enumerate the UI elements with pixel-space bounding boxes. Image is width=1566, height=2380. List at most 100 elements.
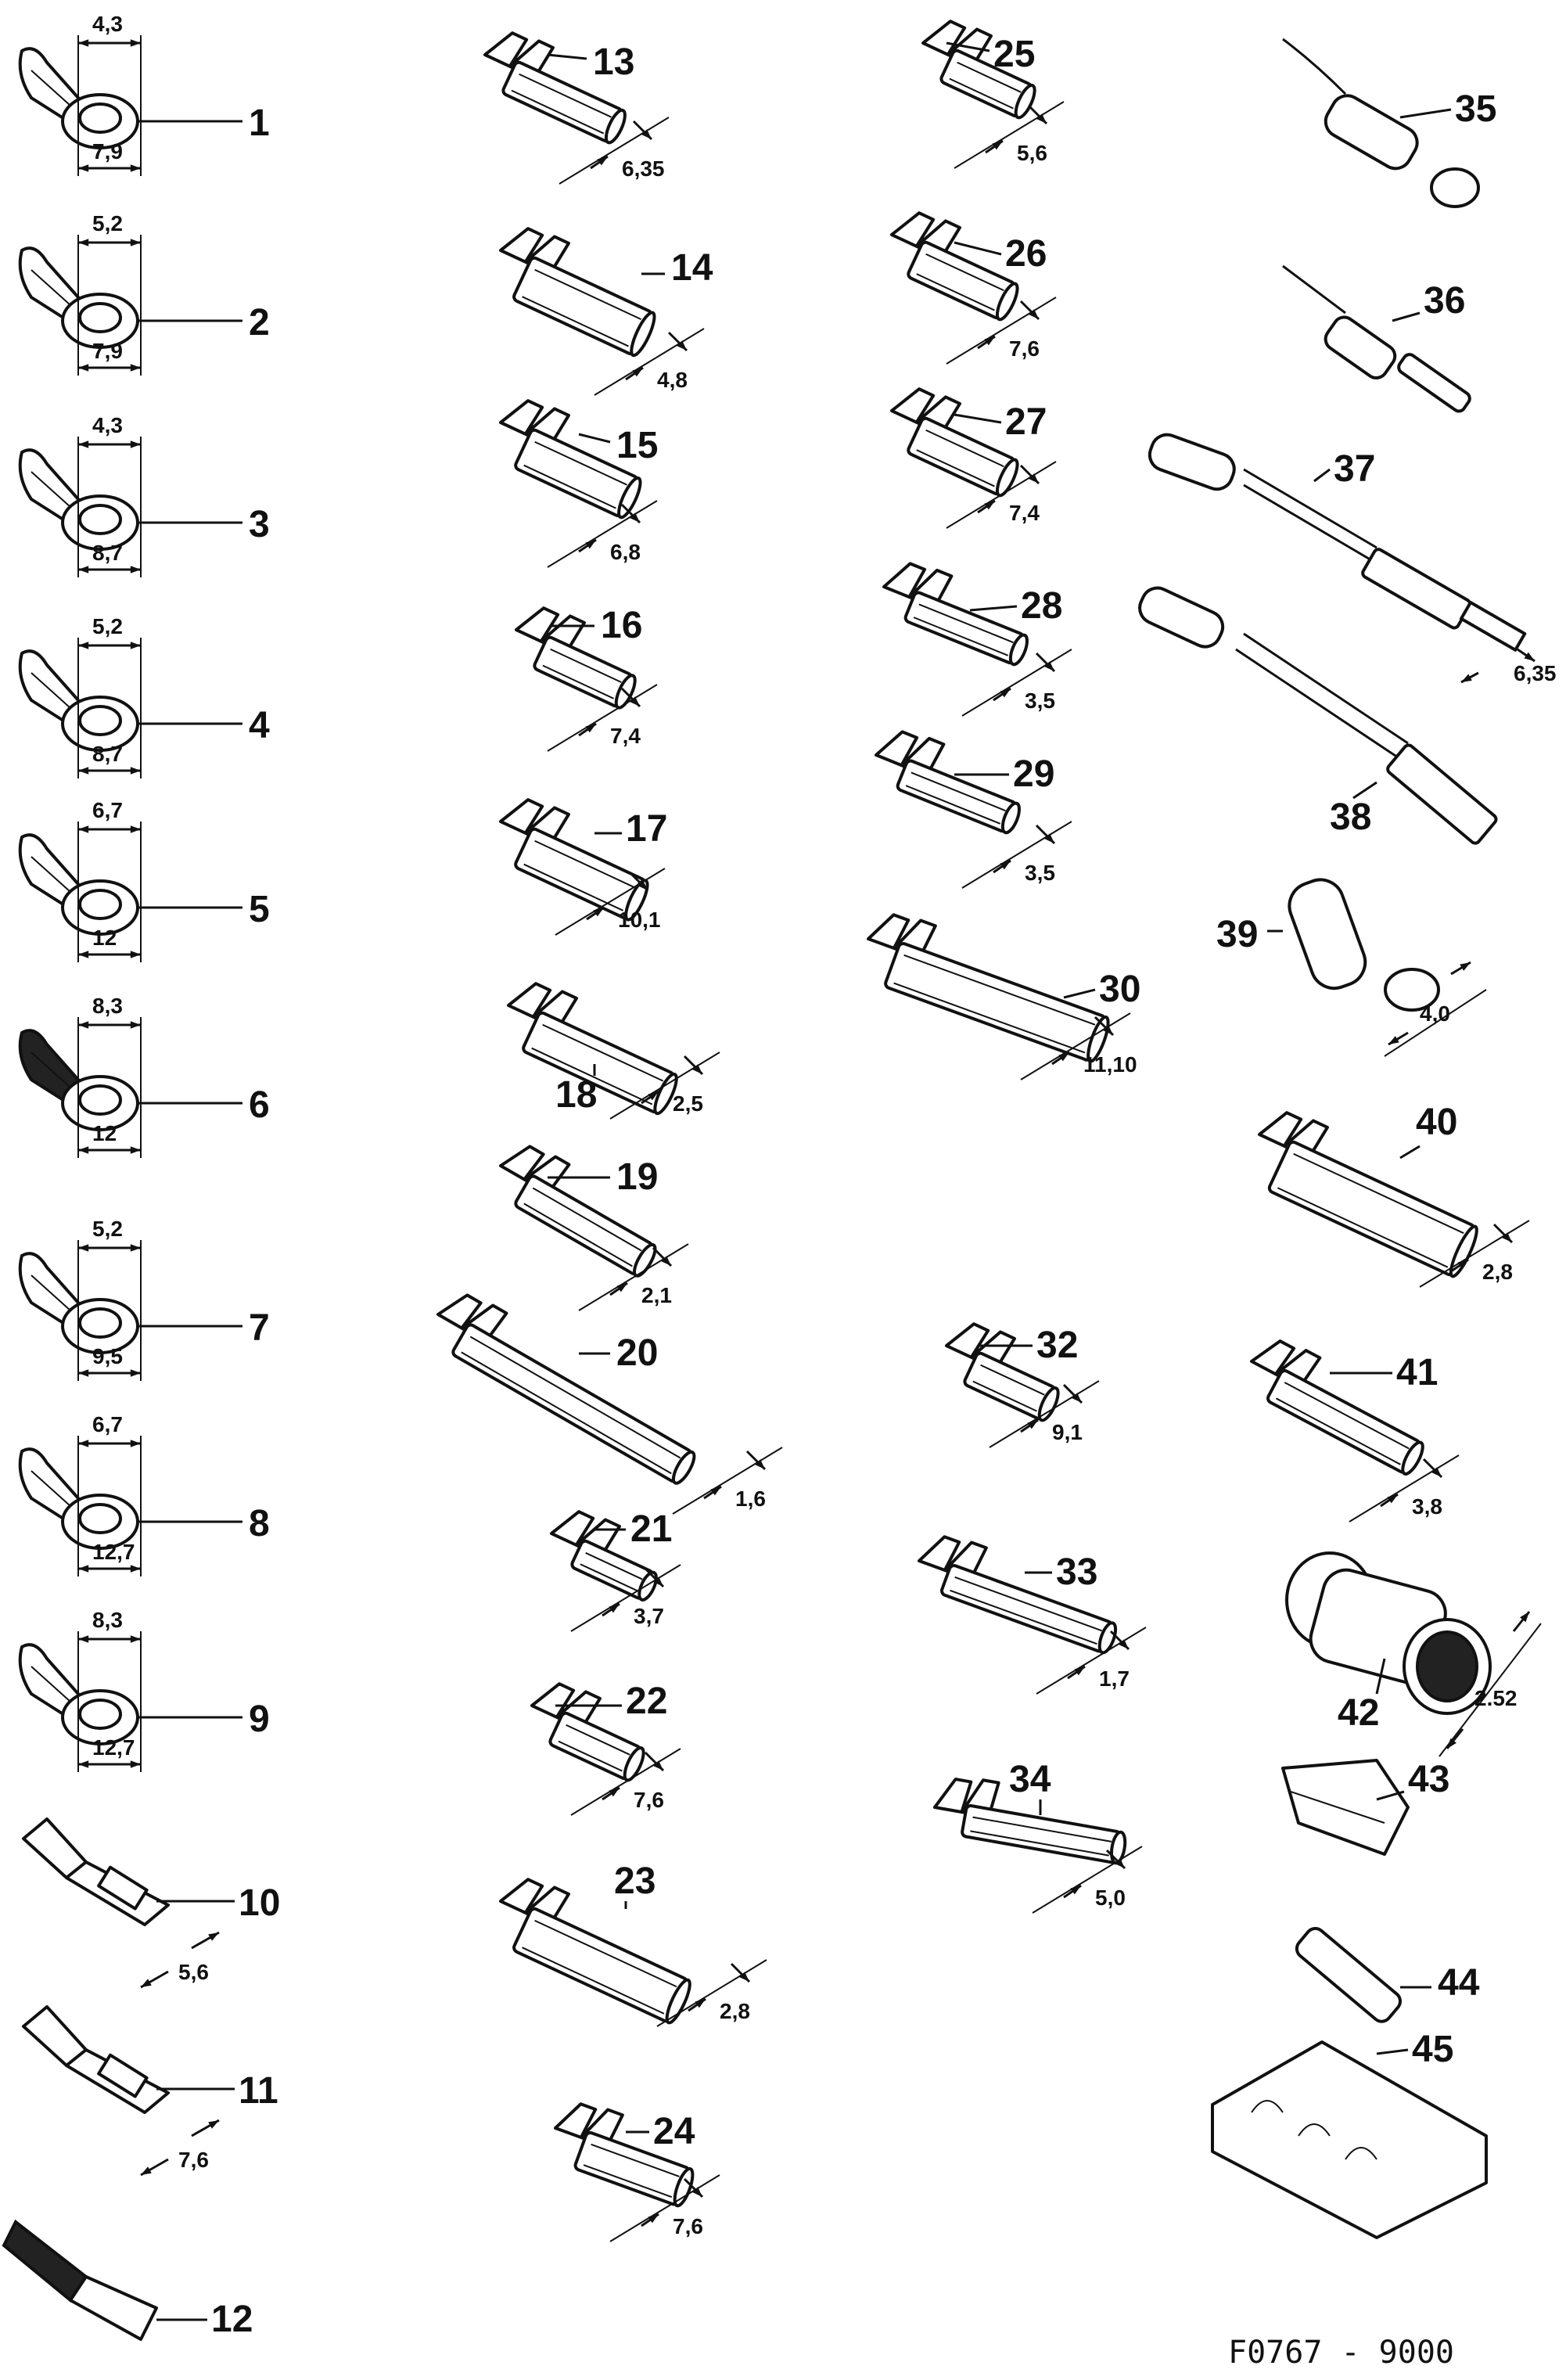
dimension-29-1: 3,5 xyxy=(1025,861,1055,885)
dimension-13-1: 6,35 xyxy=(622,156,665,181)
dimension-28-1: 3,5 xyxy=(1025,688,1055,713)
dimension-39-1: 4,0 xyxy=(1420,1001,1450,1026)
dimension-25-1: 5,6 xyxy=(1017,141,1047,165)
part-number-17: 17 xyxy=(626,808,667,850)
part-number-33: 33 xyxy=(1056,1551,1097,1593)
connector-20 xyxy=(436,1293,783,1515)
dimension-30-1: 11,10 xyxy=(1083,1052,1137,1077)
wire-terminal-37 xyxy=(1148,433,1535,684)
connector-18 xyxy=(507,982,720,1120)
connector-34 xyxy=(933,1778,1143,1914)
dimension-32-1: 9,1 xyxy=(1052,1420,1083,1444)
dimension-4-2: 8,7 xyxy=(92,742,123,766)
dimension-41-1: 3,8 xyxy=(1412,1494,1442,1519)
dimension-4-1: 5,2 xyxy=(92,614,123,638)
dimension-17-1: 10,1 xyxy=(618,908,661,932)
part-number-43: 43 xyxy=(1408,1759,1449,1800)
dimension-6-2: 12 xyxy=(92,1121,117,1145)
clip-43 xyxy=(1281,1759,1410,1856)
connector-21 xyxy=(550,1510,681,1632)
part-number-39: 39 xyxy=(1216,914,1258,955)
connector-22 xyxy=(530,1682,681,1816)
connector-28 xyxy=(882,562,1072,717)
part-number-16: 16 xyxy=(601,605,642,646)
part-number-9: 9 xyxy=(249,1699,270,1740)
connector-33 xyxy=(918,1535,1147,1695)
part-number-26: 26 xyxy=(1005,233,1047,275)
part-number-25: 25 xyxy=(993,34,1035,75)
dimension-23-1: 2,8 xyxy=(720,1999,750,2023)
part-number-19: 19 xyxy=(616,1156,658,1198)
dimension-8-1: 6,7 xyxy=(92,1412,123,1436)
part-number-32: 32 xyxy=(1036,1325,1078,1366)
dimension-34-1: 5,0 xyxy=(1095,1886,1126,1910)
dimension-7-2: 9,5 xyxy=(92,1344,123,1368)
dimension-18-1: 2,5 xyxy=(673,1091,703,1116)
dimension-11-1: 7,6 xyxy=(178,2148,209,2172)
dimension-22-1: 7,6 xyxy=(634,1788,664,1812)
fuse-holder-45 xyxy=(1211,2040,1488,2239)
ring-terminal-5 xyxy=(18,821,242,962)
ring-terminal-3 xyxy=(18,437,242,577)
dimension-2-1: 5,2 xyxy=(92,211,123,235)
connector-41 xyxy=(1250,1339,1460,1523)
part-number-12: 12 xyxy=(211,2299,253,2340)
dimension-19-1: 2,1 xyxy=(641,1283,672,1307)
part-number-2: 2 xyxy=(249,302,270,343)
part-number-18: 18 xyxy=(555,1074,597,1116)
part-number-42: 42 xyxy=(1338,1692,1379,1734)
dimension-21-1: 3,7 xyxy=(634,1604,664,1628)
dimension-33-1: 1,7 xyxy=(1099,1666,1130,1691)
connector-24 xyxy=(554,2102,720,2242)
socket-42 xyxy=(1285,1551,1542,1757)
connector-26 xyxy=(890,211,1057,365)
dimension-9-1: 8,3 xyxy=(92,1608,123,1632)
part-number-21: 21 xyxy=(630,1508,672,1550)
dimension-1-2: 7,9 xyxy=(92,139,123,164)
connector-14 xyxy=(499,227,705,396)
ring-terminal-9 xyxy=(18,1631,242,1772)
part-number-34: 34 xyxy=(1009,1759,1051,1800)
connector-30 xyxy=(867,913,1131,1080)
part-number-3: 3 xyxy=(249,504,270,545)
dimension-42-1: 2.52 xyxy=(1474,1686,1518,1710)
blade-terminal-10 xyxy=(22,1817,235,1989)
figure-code: F0767 - 9000 xyxy=(1228,2335,1454,2371)
dimension-10-1: 5,6 xyxy=(178,1960,209,1984)
ring-terminal-4 xyxy=(18,638,242,778)
part-number-44: 44 xyxy=(1438,1962,1480,2004)
part-number-1: 1 xyxy=(249,102,270,144)
part-labels: 14,37,925,27,934,38,745,28,756,71268,312… xyxy=(92,12,1557,2340)
part-number-13: 13 xyxy=(593,41,634,83)
part-number-30: 30 xyxy=(1099,969,1140,1010)
sleeve-39 xyxy=(1267,878,1487,1057)
dimension-37-1: 6,35 xyxy=(1514,661,1557,685)
dimension-2-2: 7,9 xyxy=(92,339,123,363)
dimension-5-1: 6,7 xyxy=(92,798,123,822)
fuse-44 xyxy=(1295,1926,1431,2023)
wire-plug-36 xyxy=(1282,264,1471,413)
dimension-5-2: 12 xyxy=(92,926,117,950)
part-number-15: 15 xyxy=(616,425,658,466)
part-number-38: 38 xyxy=(1330,796,1371,838)
dimension-1-1: 4,3 xyxy=(92,12,123,36)
blade-terminal-12 xyxy=(2,2219,207,2341)
connector-23 xyxy=(499,1878,767,2027)
part-number-41: 41 xyxy=(1396,1352,1438,1393)
connector-25 xyxy=(921,20,1065,169)
dimension-3-2: 8,7 xyxy=(92,541,123,565)
dimension-16-1: 7,4 xyxy=(610,724,641,748)
dimension-7-1: 5,2 xyxy=(92,1217,123,1241)
connector-32 xyxy=(945,1322,1100,1448)
connector-27 xyxy=(890,387,1057,529)
dimension-9-2: 12,7 xyxy=(92,1735,135,1760)
part-drawings xyxy=(2,20,1542,2341)
connector-15 xyxy=(499,399,658,568)
wire-sleeve-35 xyxy=(1282,38,1480,208)
dimension-14-1: 4,8 xyxy=(657,368,688,392)
part-number-40: 40 xyxy=(1416,1102,1457,1143)
part-number-4: 4 xyxy=(249,705,270,746)
dimension-20-1: 1,6 xyxy=(735,1487,766,1511)
